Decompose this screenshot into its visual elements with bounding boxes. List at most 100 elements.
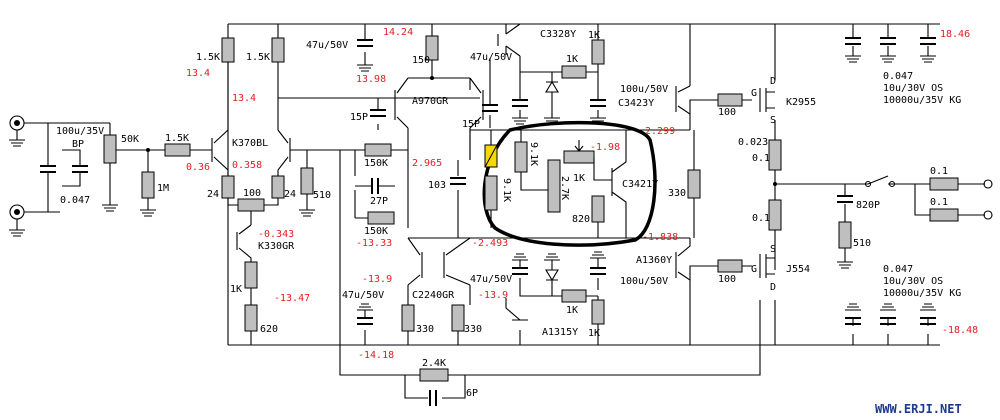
resistor-1k-bot-a bbox=[561, 289, 587, 303]
resistor-1-5k-b bbox=[271, 37, 285, 63]
resistor-100-gate-top bbox=[717, 93, 743, 107]
voltage-2-965: 2.965 bbox=[412, 158, 442, 169]
cap-47u-top-label: 47u/50V bbox=[306, 40, 348, 51]
trimmer-100 bbox=[237, 198, 265, 212]
resistor-510-output bbox=[838, 221, 852, 249]
resistor-9-1k-b-label: 9.1K bbox=[528, 142, 539, 166]
resistor-150-label: 150 bbox=[412, 55, 430, 66]
resistor-2-4k-label: 2.4K bbox=[422, 358, 446, 369]
resistor-24-a bbox=[221, 175, 235, 199]
resistor-620-label: 620 bbox=[260, 324, 278, 335]
input-section: 100u/35V BP 0.047 50K 1.5K 1M bbox=[9, 115, 212, 237]
resistor-2-4k bbox=[419, 368, 449, 382]
resistor-100-gate-bot bbox=[717, 259, 743, 273]
resistor-0-023-label: 0.023 bbox=[738, 137, 768, 148]
resistor-24-b bbox=[271, 175, 285, 199]
voltage-13-98: 13.98 bbox=[356, 74, 386, 85]
psu-top-cap-3-label: 10000u/35V KG bbox=[883, 95, 961, 106]
voltage-2-299: 2.299 bbox=[645, 126, 675, 137]
input-stage: 1.5K 1.5K 13.4 13.4 K370BL 0.36 0.358 24… bbox=[186, 37, 480, 345]
resistor-330-a-label: 330 bbox=[416, 324, 434, 335]
volume-pot-label: 50K bbox=[121, 134, 139, 145]
global-feedback: 2.4K 6P bbox=[339, 150, 761, 406]
cap-100u-top-label: 100u/50V bbox=[620, 84, 668, 95]
voltage-neg-13-9-a: -13.9 bbox=[362, 274, 392, 285]
trimmer-1k-bias-label: 1K bbox=[573, 173, 585, 184]
mosfet-bottom-drain-pin: D bbox=[770, 282, 776, 293]
resistor-0-1-b-label: 0.1 bbox=[752, 213, 770, 224]
trimmer-100-label: 100 bbox=[243, 188, 261, 199]
cap-100u-bot-label: 100u/50V bbox=[620, 276, 668, 287]
mosfet-top-drain-pin: D bbox=[770, 76, 776, 87]
resistor-1-5k-b-label: 1.5K bbox=[246, 52, 270, 63]
psu-top-cap-2-label: 10u/30V OS bbox=[883, 83, 943, 94]
voltage-14-24: 14.24 bbox=[383, 27, 413, 38]
driver-bottom-transistor-label: A1315Y bbox=[542, 327, 578, 338]
resistor-24-a-label: 24 bbox=[207, 189, 219, 200]
cap-103-label: 103 bbox=[428, 180, 446, 191]
voltage-13-4-a: 13.4 bbox=[186, 68, 210, 79]
input-cap-047-label: 0.047 bbox=[60, 195, 90, 206]
resistor-1m-label: 1M bbox=[157, 183, 169, 194]
resistor-0-1-b bbox=[768, 199, 782, 231]
voltage-neg-1-98: -1.98 bbox=[590, 142, 620, 153]
voltage-18-46: 18.46 bbox=[940, 29, 970, 40]
resistor-out-0-1-b bbox=[929, 208, 959, 222]
input-cap-label: 100u/35V bbox=[56, 126, 104, 137]
resistor-1k-top-b bbox=[591, 39, 605, 65]
resistor-1k-top-a-label: 1K bbox=[566, 54, 578, 65]
psu-top-cap-1-label: 0.047 bbox=[883, 71, 913, 82]
cap-47u-bot-b-label: 47u/50V bbox=[470, 274, 512, 285]
voltage-0-358: 0.358 bbox=[232, 160, 262, 171]
resistor-330-mid-label: 330 bbox=[668, 188, 686, 199]
ccs-transistor-label: K330GR bbox=[258, 241, 295, 252]
voltage-neg-14-18: -14.18 bbox=[358, 350, 394, 361]
resistor-1k-top-b-label: 1K bbox=[588, 30, 600, 41]
trimmer-1k-label: 1K bbox=[230, 284, 242, 295]
resistor-330-a bbox=[401, 304, 415, 332]
resistor-1k-bot-b bbox=[591, 299, 605, 325]
volume-pot-50k bbox=[103, 134, 117, 164]
resistor-24-b-label: 24 bbox=[284, 189, 296, 200]
bias-spreader: 9.1K 9.1K 2.7K 1K -1.98 820 C3421Y bbox=[457, 120, 690, 247]
resistor-9-1k-b bbox=[514, 141, 528, 173]
resistor-150k-a bbox=[364, 143, 392, 157]
resistor-0-1-a bbox=[768, 139, 782, 171]
resistor-out-0-1-a-label: 0.1 bbox=[930, 166, 948, 177]
resistor-330-b-label: 330 bbox=[464, 324, 482, 335]
voltage-13-4-b: 13.4 bbox=[232, 93, 256, 104]
mosfet-top-source-pin: S bbox=[770, 115, 776, 126]
psu-bot-cap-3-label: 10000u/35V KG bbox=[883, 288, 961, 299]
input-pair-label: K370BL bbox=[232, 138, 268, 149]
resistor-150k-b bbox=[367, 211, 395, 225]
resistor-0-1-a-label: 0.1 bbox=[752, 153, 770, 164]
cap-27p-label: 27P bbox=[370, 196, 388, 207]
resistor-820-label: 820 bbox=[572, 214, 590, 225]
voltage-neg-0-343: -0.343 bbox=[258, 229, 294, 240]
watermark: WWW.ERJI.NET bbox=[875, 402, 962, 416]
voltage-neg-1-838: -1.838 bbox=[642, 232, 678, 243]
power-rails bbox=[227, 23, 940, 346]
voltage-neg-13-33: -13.33 bbox=[356, 238, 392, 249]
resistor-2-7k-label: 2.7K bbox=[559, 176, 570, 200]
psu-bot-cap-2-label: 10u/30V OS bbox=[883, 276, 943, 287]
resistor-1-5k-a-label: 1.5K bbox=[196, 52, 220, 63]
resistor-150k-a-label: 150K bbox=[364, 158, 388, 169]
cap-15p-a-label: 15P bbox=[350, 112, 368, 123]
cap-47u-driver-top-label: 47u/50V bbox=[470, 52, 512, 63]
resistor-1m bbox=[141, 171, 155, 199]
resistor-out-0-1-b-label: 0.1 bbox=[930, 197, 948, 208]
resistor-150k-b-label: 150K bbox=[364, 226, 388, 237]
input-cap-bp-tag: BP bbox=[72, 139, 84, 150]
voltage-neg-13-47: -13.47 bbox=[274, 293, 310, 304]
vas-bottom-transistor-label: C2240GR bbox=[412, 290, 455, 301]
supply-decoupling: 18.46 0.047 10u/30V OS 10000u/35V KG -18… bbox=[845, 24, 978, 345]
pre-driver-bottom-label: A1360Y bbox=[636, 255, 672, 266]
output-stage: C3423Y 2.299 330 -1.838 A1360Y 100 100 G… bbox=[618, 24, 993, 345]
cap-820p-label: 820P bbox=[856, 200, 880, 211]
resistor-100-gate-top-label: 100 bbox=[718, 107, 736, 118]
resistor-510-output-label: 510 bbox=[853, 238, 871, 249]
mosfet-bottom-source-pin: S bbox=[770, 244, 776, 255]
resistor-1-5k-input-label: 1.5K bbox=[165, 133, 189, 144]
